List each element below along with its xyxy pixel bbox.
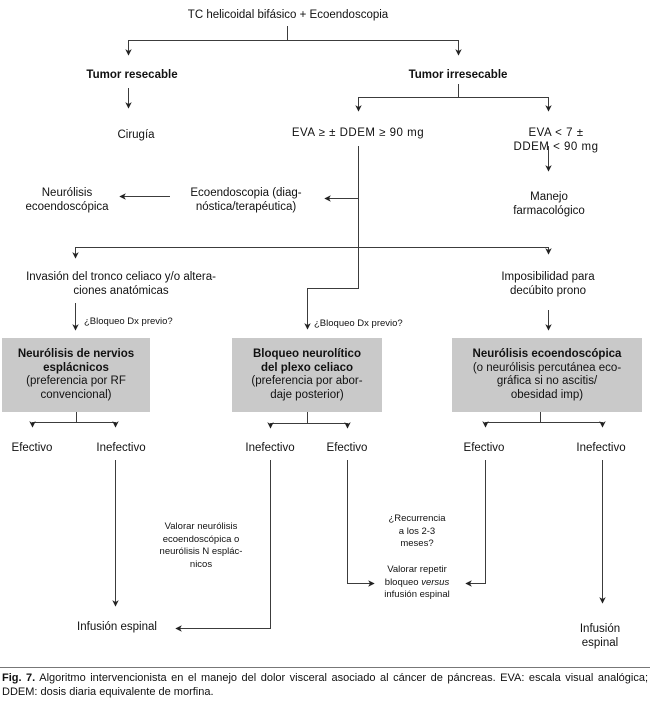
box-title: Neurólisis ecoendoscópica — [472, 348, 622, 360]
node-imposibilidad-prono: Imposibilidad para decúbito prono — [501, 271, 595, 297]
node-cirugia: Cirugía — [117, 129, 155, 141]
node-eva-baja: EVA < 7 ± DDEM < 90 mg — [513, 127, 599, 153]
node-ecoendoscopia: Ecoendoscopia (diag- nóstica/terapéutica… — [190, 187, 302, 213]
caption-text: Algoritmo intervencionista en el manejo … — [2, 672, 649, 698]
outcome-centro-efectivo: Efectivo — [326, 442, 368, 454]
note-line: bloqueo — [384, 576, 422, 588]
box-bloqueo-plexo-celiaco: Bloqueo neurolítico del plexo celiaco(pr… — [232, 338, 382, 412]
label-bloqueo-dx-izquierda: ¿Bloqueo Dx previo? — [84, 316, 173, 327]
node-infusion-espinal-derecha: Infusión espinal — [579, 623, 621, 649]
caption-fig-label: Fig. 7. — [2, 672, 36, 684]
node-neurolisis-ecoendoscopica: Neurólisis ecoendoscópica — [25, 187, 109, 213]
node-title: TC helicoidal bifásico + Ecoendoscopia — [187, 9, 389, 21]
note-recurrencia: ¿Recurrencia a los 2-3 meses? — [388, 513, 446, 549]
outcome-izquierda-inefectivo: Inefectivo — [96, 442, 146, 454]
outcome-centro-inefectivo: Inefectivo — [245, 442, 295, 454]
box-title: Bloqueo neurolítico del plexo celiaco — [253, 348, 361, 374]
box-subtitle: (o neurólisis percutánea eco- gráfica si… — [472, 361, 622, 401]
box-subtitle: (preferencia por RF convencional) — [26, 375, 126, 401]
outcome-izquierda-efectivo: Efectivo — [11, 442, 53, 454]
caption-divider — [0, 667, 650, 668]
node-invasion-tronco: Invasión del tronco celiaco y/o altera- … — [26, 271, 216, 297]
box-title: Neurólisis de nervios esplácnicos — [17, 348, 135, 374]
note-line-italic: versus — [421, 576, 450, 588]
node-tumor-resecable: Tumor resecable — [86, 69, 178, 81]
note-valorar-neurolisis: Valorar neurólisis ecoendoscópica o neur… — [159, 521, 243, 570]
node-eva-alta: EVA ≥ ± DDEM ≥ 90 mg — [291, 127, 425, 139]
outcome-derecha-efectivo: Efectivo — [463, 442, 505, 454]
box-neurolisis-ecoendoscopica: Neurólisis ecoendoscópica(o neurólisis p… — [452, 338, 642, 412]
label-bloqueo-dx-centro: ¿Bloqueo Dx previo? — [314, 318, 403, 329]
note-line: infusión espinal — [384, 589, 450, 600]
box-subtitle: (preferencia por abor- daje posterior) — [251, 375, 363, 401]
figure-caption: Fig. 7.Algoritmo intervencionista en el … — [2, 672, 648, 699]
note-line: Valorar repetir — [387, 564, 447, 575]
box-neurolisis-esplacnicos: Neurólisis de nervios esplácnicos(prefer… — [2, 338, 150, 412]
node-manejo-farmacologico: Manejo farmacológico — [513, 191, 585, 217]
node-tumor-irresecable: Tumor irresecable — [408, 69, 508, 81]
outcome-derecha-inefectivo: Inefectivo — [576, 442, 626, 454]
node-infusion-espinal-izquierda: Infusión espinal — [77, 621, 157, 633]
